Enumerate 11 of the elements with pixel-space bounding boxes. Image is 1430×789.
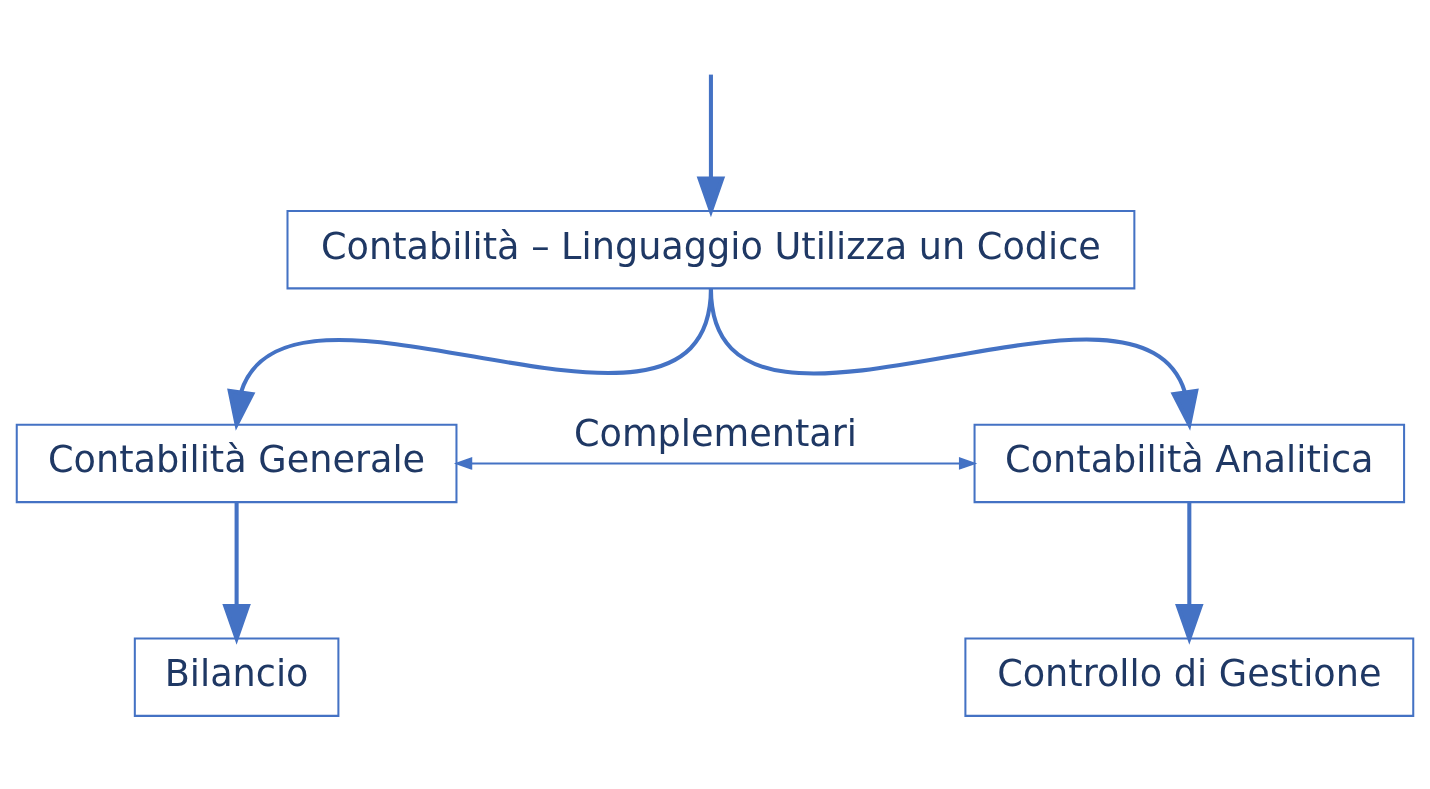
node-box: Controllo di Gestione [964,637,1415,717]
node-box: Contabilità – Linguaggio Utilizza un Codice [286,210,1136,290]
edge-label: Complementari [573,411,858,455]
arrow [708,287,1199,431]
arrow [696,74,726,218]
arrow [1175,502,1204,645]
arrow [453,457,978,470]
node-box: Contabilità Analitica [973,423,1406,504]
arrow [222,502,251,645]
node-box: Bilancio [133,637,340,717]
node-box: Contabilità Generale [15,423,458,504]
